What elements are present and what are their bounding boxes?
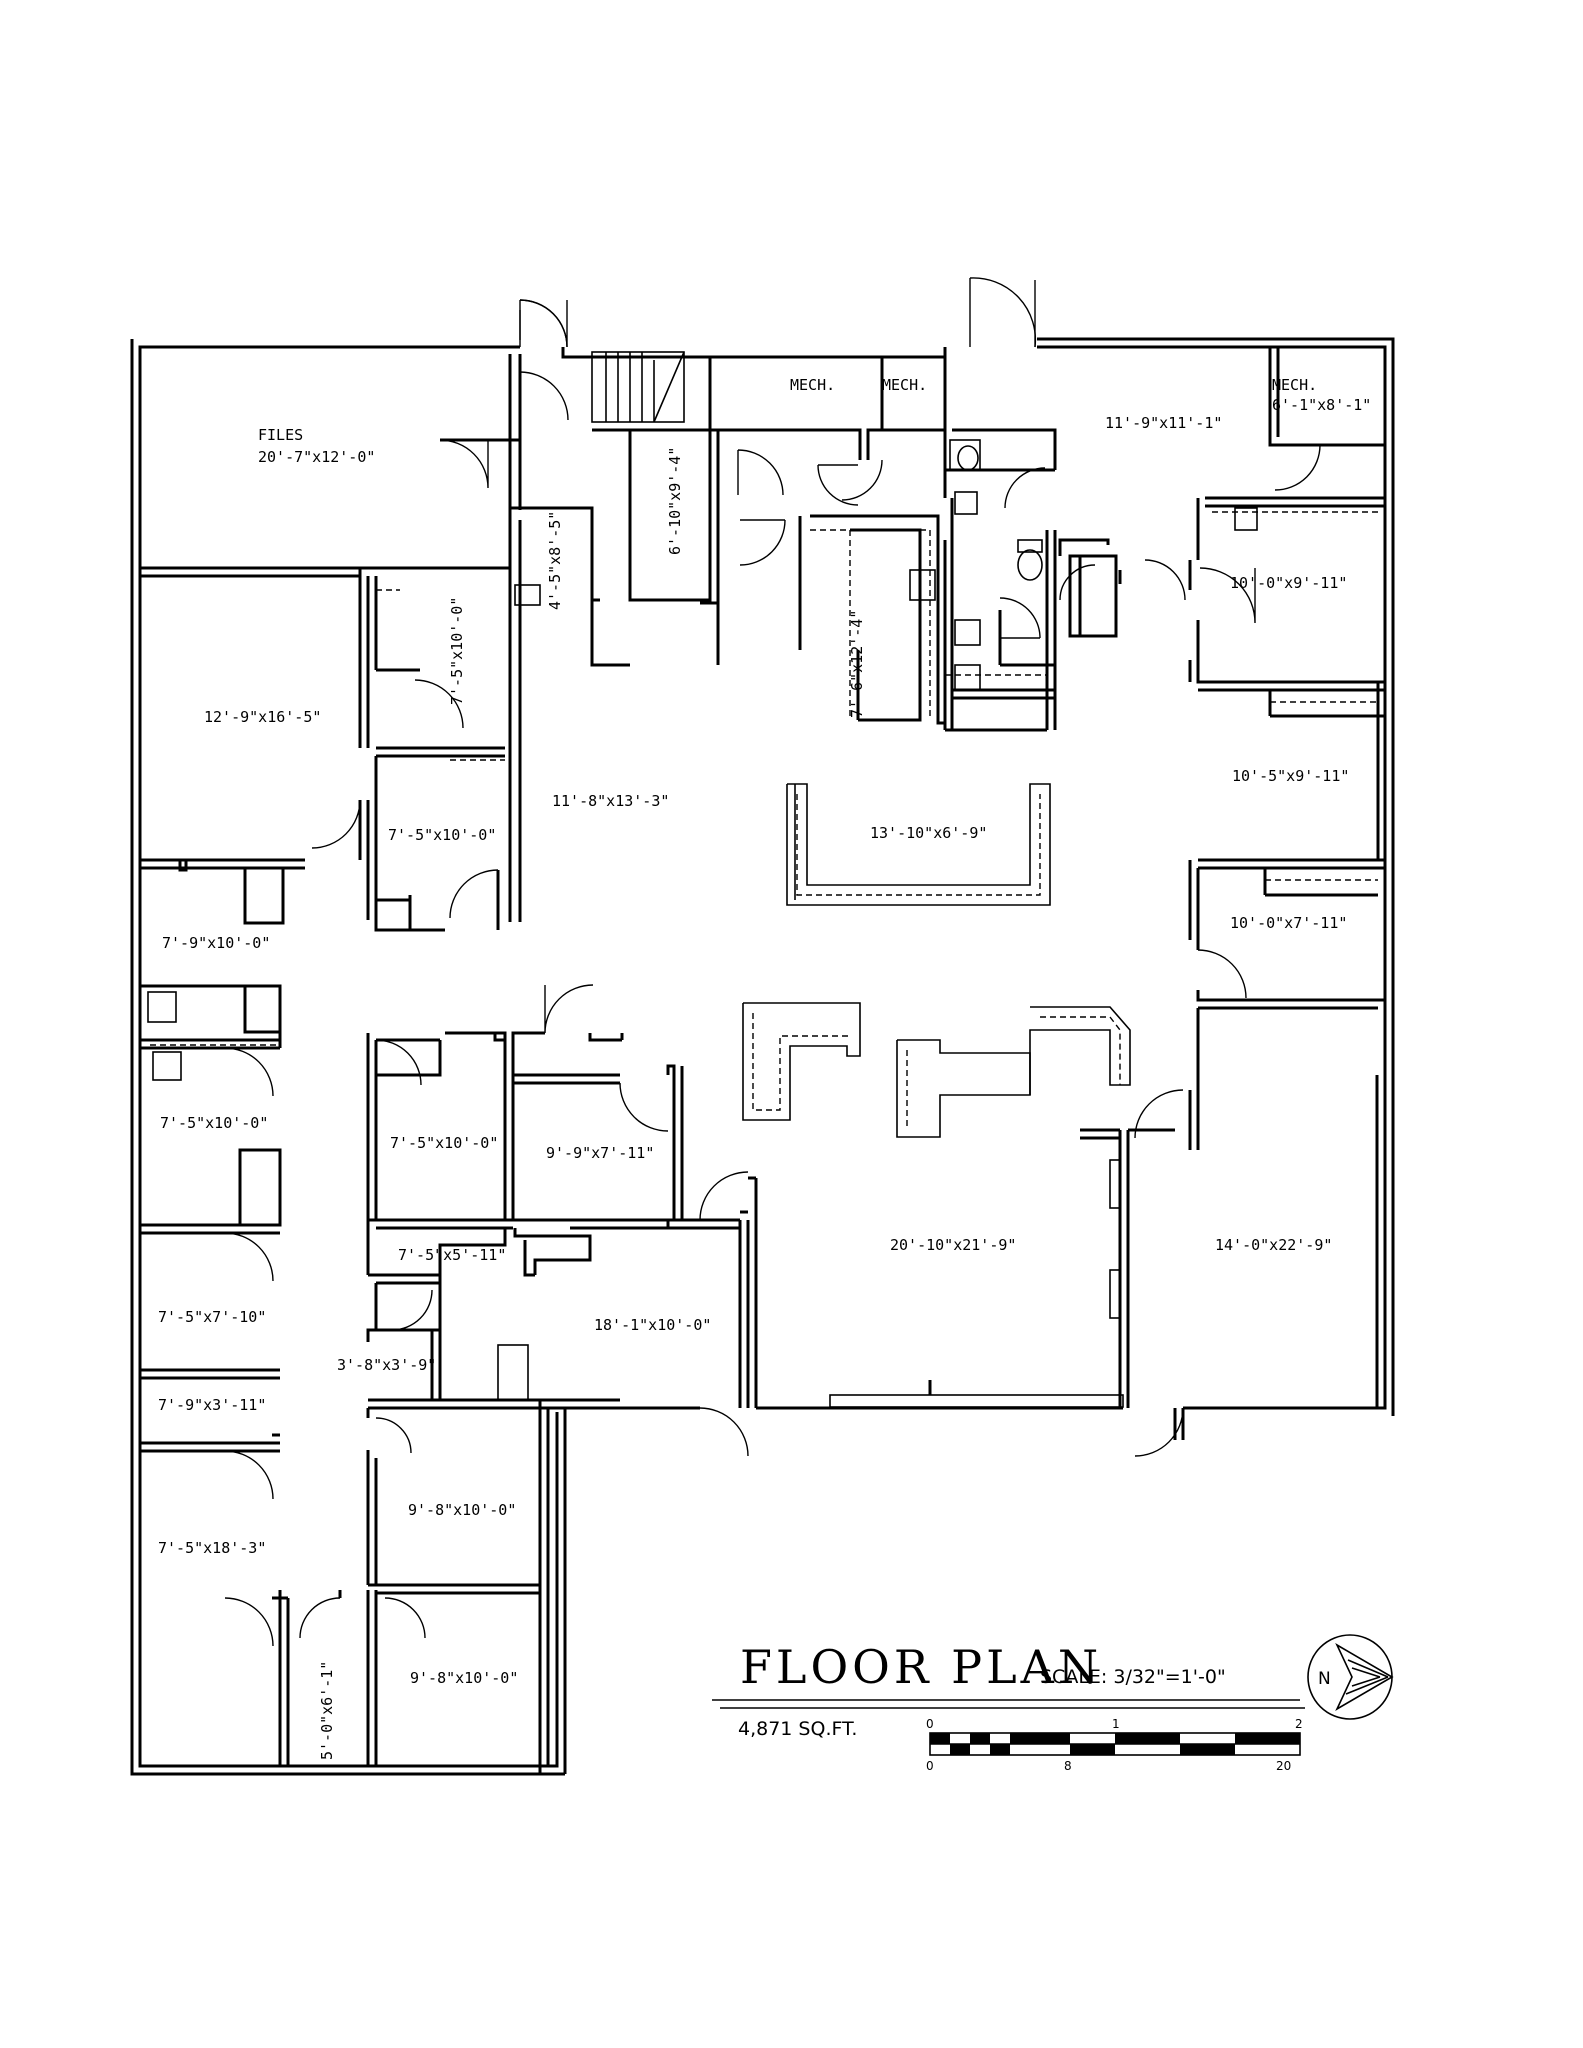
room-20-10x21-9: 20'-10"x21'-9" — [890, 1236, 1016, 1254]
room-11-8x13-3: 11'-8"x13'-3" — [552, 792, 669, 810]
scale-top-tick-0: 0 — [926, 1717, 934, 1731]
room-7-5x18-3: 7'-5"x18'-3" — [158, 1539, 266, 1557]
room-7-5x10-0-c: 7'-5"x10'-0" — [390, 1134, 498, 1152]
room-7-5x10-0-vertical: 7'-5"x10'-0" — [448, 597, 466, 705]
exterior-walls — [130, 337, 1395, 1776]
center-upper-walls — [590, 357, 1122, 732]
workstation-1 — [742, 1002, 861, 1121]
scale-top-tick-1: 1 — [1112, 1717, 1120, 1731]
scale-bottom-tick-0: 0 — [926, 1759, 934, 1773]
fixtures — [147, 439, 1258, 1081]
room-mech-3: MECH. — [1272, 376, 1317, 394]
room-files-dim: 20'-7"x12'-0" — [258, 448, 375, 466]
reception-counter — [786, 783, 1051, 906]
workstation-2 — [896, 1006, 1131, 1138]
room-labels: FILES 20'-7"x12'-0" MECH. MECH. MECH. 6'… — [158, 376, 1371, 1760]
room-9-8x10-0-b: 9'-8"x10'-0" — [410, 1669, 518, 1687]
room-7-9x10-0: 7'-9"x10'-0" — [162, 934, 270, 952]
drawing-scale: SCALE: 3/32"=1'-0" — [1040, 1666, 1226, 1688]
stair — [591, 351, 712, 432]
center-lower-walls — [366, 1031, 750, 1775]
room-files-name: FILES — [258, 426, 303, 444]
room-4-5x8-5: 4'-5"x8'-5" — [546, 511, 564, 610]
room-6-10x9-4: 6'-10"x9'-4" — [666, 447, 684, 555]
room-mech-1: MECH. — [790, 376, 835, 394]
room-14-0x22-9: 14'-0"x22'-9" — [1215, 1236, 1332, 1254]
room-3-8x3-9: 3'-8"x3'-9" — [337, 1356, 436, 1374]
open-office-walls — [748, 1128, 1185, 1440]
scale-bar: 0 1 2 0 8 20 — [926, 1717, 1303, 1773]
doors — [224, 277, 1321, 1647]
title-block: FLOOR PLAN SCALE: 3/32"=1'-0" 4,871 SQ.F… — [712, 1634, 1394, 1773]
room-7-5x10-0-b: 7'-5"x10'-0" — [160, 1114, 268, 1132]
room-10-0x7-11: 10'-0"x7'-11" — [1230, 914, 1347, 932]
room-mech-3-dim: 6'-1"x8'-1" — [1272, 396, 1371, 414]
north-label: N — [1318, 1669, 1331, 1689]
upper-desks — [150, 511, 1378, 1046]
room-12-9x16-5: 12'-9"x16'-5" — [204, 708, 321, 726]
room-9-9x7-11: 9'-9"x7'-11" — [546, 1144, 654, 1162]
room-13-10x6-9: 13'-10"x6'-9" — [870, 824, 987, 842]
room-10-5x9-11: 10'-5"x9'-11" — [1232, 767, 1349, 785]
left-middle-walls — [140, 858, 378, 1766]
scale-bottom-tick-1: 8 — [1064, 1759, 1072, 1773]
upper-right-walls — [1188, 347, 1385, 1150]
room-mech-2: MECH. — [882, 376, 927, 394]
room-7-6x12-4: 7'-6"x12'-4" — [848, 610, 866, 718]
room-9-8x10-0-a: 9'-8"x10'-0" — [408, 1501, 516, 1519]
room-18-1x10-0: 18'-1"x10'-0" — [594, 1316, 711, 1334]
north-arrow-icon: N — [1307, 1634, 1394, 1720]
room-7-5x10-0-a: 7'-5"x10'-0" — [388, 826, 496, 844]
room-7-5x7-10: 7'-5"x7'-10" — [158, 1308, 266, 1326]
room-7-5x5-11: 7'-5"x5'-11" — [398, 1246, 506, 1264]
drawing-title: FLOOR PLAN — [740, 1640, 1102, 1694]
scale-bottom-tick-2: 20 — [1276, 1759, 1291, 1773]
upper-left-walls — [140, 354, 594, 932]
scale-top-tick-2: 2 — [1295, 1717, 1303, 1731]
room-11-9x11-1: 11'-9"x11'-1" — [1105, 414, 1222, 432]
room-5-0x6-1: 5'-0"x6'-1" — [318, 1661, 336, 1760]
floor-area: 4,871 SQ.FT. — [738, 1718, 857, 1740]
room-10-0x9-11: 10'-0"x9'-11" — [1230, 574, 1347, 592]
room-7-9x3-11: 7'-9"x3'-11" — [158, 1396, 266, 1414]
